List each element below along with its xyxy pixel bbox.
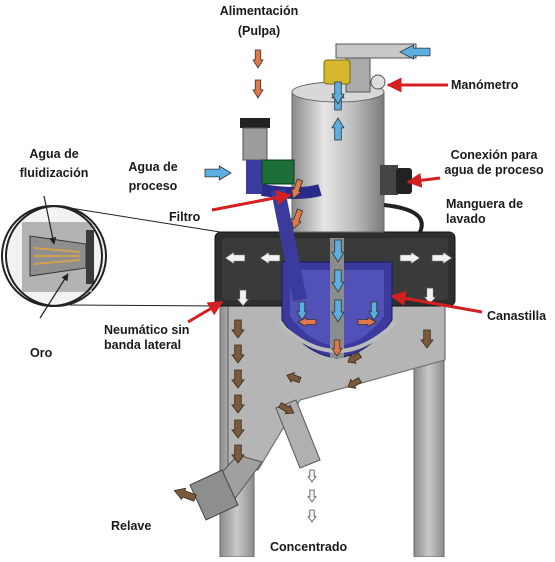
concentrate-arrow-icon	[278, 402, 295, 415]
basket-water-arrow-icon	[296, 301, 308, 321]
basket-water-arrow-icon	[368, 301, 380, 321]
label-gold: Oro	[30, 346, 53, 360]
connection-callout-arrow	[406, 172, 441, 188]
concentrate-arrow-icon	[307, 489, 317, 503]
frame-flow-arrow-icon	[259, 251, 281, 265]
water-inlet-arrow-icon	[399, 44, 431, 60]
tailings-arrow-icon	[231, 344, 245, 364]
label-wash-hose-line2: lavado	[446, 212, 486, 226]
label-connection-line2: agua de proceso	[444, 163, 544, 177]
tire-callout-arrow	[187, 300, 224, 324]
label-feed-line2: (Pulpa)	[237, 24, 281, 38]
frame-flow-arrow-icon	[224, 251, 246, 265]
feed-arrow-icon	[252, 79, 264, 99]
water-down-arrow-icon	[331, 239, 345, 263]
concentrate-arrow-icon	[307, 509, 317, 523]
tailings-arrow-icon	[420, 329, 434, 349]
pulp-arrow-icon	[291, 178, 304, 200]
basket-pulp-arrow-icon	[297, 316, 317, 328]
tailings-arrow-icon	[231, 444, 245, 464]
water-down-arrow-icon	[331, 299, 345, 323]
label-fluidization-line1: Agua de	[29, 147, 79, 161]
frame-flow-arrow-icon	[423, 287, 437, 305]
filter-callout-arrow	[211, 190, 292, 212]
basket-callout-arrow	[390, 290, 483, 314]
label-concentrate: Concentrado	[270, 540, 348, 554]
flow-arrows	[173, 44, 453, 523]
label-process-water-line1: Agua de	[128, 160, 178, 174]
label-manometer: Manómetro	[451, 78, 519, 92]
label-process-water-connection: Conexión para agua de proceso	[434, 148, 554, 178]
tailings-arrow-icon	[286, 372, 302, 384]
label-process-water: Agua de proceso	[110, 160, 196, 194]
tailings-exit-arrow-icon	[173, 487, 197, 502]
label-tailings: Relave	[111, 519, 152, 533]
basket-pulp-arrow-icon	[357, 316, 377, 328]
pulp-arrow-icon	[291, 208, 304, 230]
feed-arrow-icon	[252, 49, 264, 69]
tailings-arrow-icon	[231, 394, 245, 414]
label-connection-line1: Conexión para	[450, 148, 538, 162]
label-wash-hose: Manguera de lavado	[446, 197, 523, 227]
tailings-arrow-icon	[231, 369, 245, 389]
basket-pulp-arrow-icon	[331, 339, 343, 357]
water-down-arrow-icon	[331, 81, 345, 105]
label-tire: Neumático sin banda lateral	[104, 323, 189, 353]
water-down-arrow-icon	[331, 269, 345, 293]
tailings-arrow-icon	[231, 319, 245, 339]
process-water-arrow-icon	[204, 165, 232, 181]
label-process-water-line2: proceso	[128, 179, 178, 193]
tailings-arrow-icon	[347, 352, 362, 364]
water-up-arrow-icon	[331, 117, 345, 141]
inset-detail	[1, 195, 221, 319]
frame-flow-arrow-icon	[236, 289, 250, 307]
label-feed: Alimentación (Pulpa)	[196, 4, 322, 39]
label-feed-line1: Alimentación	[219, 4, 299, 18]
tailings-arrow-icon	[347, 377, 362, 389]
label-tire-line1: Neumático sin	[104, 323, 190, 337]
label-tire-line2: banda lateral	[104, 338, 182, 352]
concentrate-arrow-icon	[307, 469, 317, 483]
label-basket: Canastilla	[487, 309, 547, 323]
feed-filter-column	[240, 118, 322, 302]
callout-arrows	[187, 77, 483, 324]
tailings-arrow-icon	[231, 419, 245, 439]
frame-flow-arrow-icon	[399, 251, 421, 265]
label-wash-hose-line1: Manguera de	[446, 197, 524, 211]
label-fluidization-line2: fluidización	[19, 166, 89, 180]
main-cylinder	[291, 43, 424, 233]
label-fluidization-water: Agua de fluidización	[2, 147, 106, 181]
label-filter: Filtro	[169, 210, 201, 224]
frame-flow-arrow-icon	[431, 251, 453, 265]
